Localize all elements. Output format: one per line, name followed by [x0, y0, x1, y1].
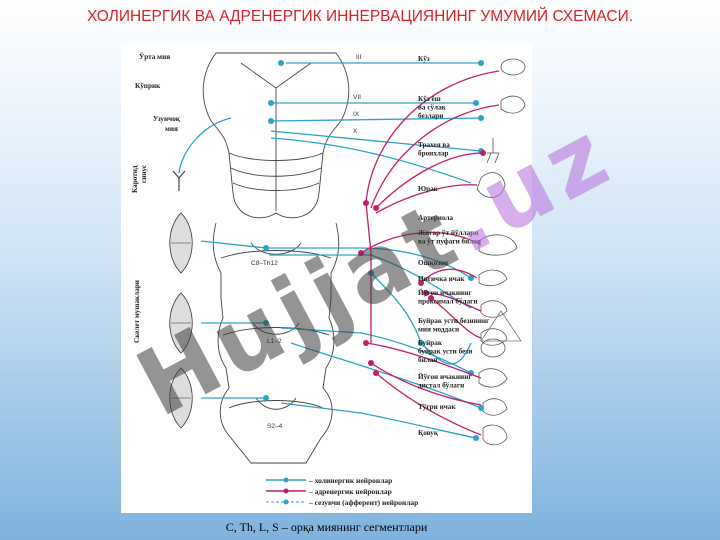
cholinergic-pathways: [178, 62, 482, 439]
cholinergic-ganglia: [263, 60, 484, 441]
adrenergic-ganglia: [358, 150, 486, 376]
nerve-label-x: X: [353, 128, 358, 135]
segment-label-lumbar: L1–2: [267, 338, 282, 345]
skeletal-muscle-drawing: [169, 212, 193, 429]
brainstem-drawing: [202, 52, 350, 219]
organ-label: Буйрак: [418, 339, 443, 347]
diagram-caption: C, Th, L, S – орқа миянинг сегментлари: [225, 520, 428, 534]
legend-adrenergic: – адренергик нейронлар: [308, 487, 392, 496]
diagram-panel: Ўрта мия Кўприк Узунчоқ мия Каротид сину…: [121, 43, 532, 513]
legend-cholinergic: – холинергик нейронлар: [308, 476, 392, 485]
adrenergic-pathways: [360, 70, 500, 436]
organ-drawings: [476, 58, 526, 446]
nerve-label-iii: III: [356, 54, 362, 61]
organ-label: мия моддаси: [418, 326, 459, 334]
label-skeletal-muscles: Скелет мушаклари: [133, 280, 141, 343]
page-title: ХОЛИНЕРГИК ВА АДРЕНЕРГИК ИННЕРВАЦИЯНИНГ …: [86, 8, 634, 25]
organ-label: Қовуқ: [418, 429, 439, 437]
label-medulla: Узунчоқ: [153, 115, 181, 123]
nerve-label-vii: VII: [353, 94, 361, 101]
label-pons: Кўприк: [135, 82, 161, 90]
organ-label: Кўз ёш: [418, 95, 441, 103]
organ-label: Юрак: [418, 185, 439, 193]
segment-label-thoracic: C8–Th12: [251, 260, 278, 267]
organ-label: Ингичка ичак: [418, 275, 465, 283]
legend-afferent: – сезувчи (афферент) нейронлар: [308, 498, 418, 507]
organ-label: ва ўт пуфаги билан: [418, 238, 481, 246]
organ-label: Буйрак усти безининг: [418, 317, 490, 325]
innervation-diagram: Ўрта мия Кўприк Узунчоқ мия Каротид сину…: [131, 51, 526, 507]
organ-label: Жигар ўт йўллари: [418, 229, 478, 237]
organ-label: Артериола: [418, 214, 453, 222]
organ-label: бронхлар: [418, 150, 449, 158]
organ-label: Кўз: [418, 55, 430, 63]
organ-label: Тўғри ичак: [418, 403, 456, 411]
carotid-sinus-drawing: [172, 170, 186, 191]
label-carotid-sinus: Каротид: [131, 165, 139, 193]
organ-label: Трахея ва: [418, 141, 450, 149]
label-medulla-2: мия: [165, 125, 178, 133]
organ-label: Ошқозон: [418, 259, 448, 267]
organ-label: билан: [418, 356, 438, 364]
nerve-label-ix: IX: [353, 111, 360, 118]
segment-label-sacral: S2–4: [267, 423, 283, 430]
organ-label: проксимал бўлаги: [418, 298, 478, 306]
label-midbrain: Ўрта мия: [139, 51, 170, 61]
organ-label: Йўғон ичакнинг: [418, 288, 472, 297]
label-carotid-sinus-2: синус: [140, 164, 148, 183]
spinal-cord-drawing: [212, 222, 340, 464]
organ-label: ва сўлак: [418, 104, 447, 112]
legend: – холинергик нейронлар – адренергик нейр…: [266, 476, 418, 507]
organ-label: Йўғон ичакнинг: [418, 372, 472, 381]
organ-label: дистал бўлаги: [418, 382, 464, 390]
organ-label: безлари: [418, 112, 443, 120]
organ-label: буйрак усти бези: [418, 348, 472, 356]
